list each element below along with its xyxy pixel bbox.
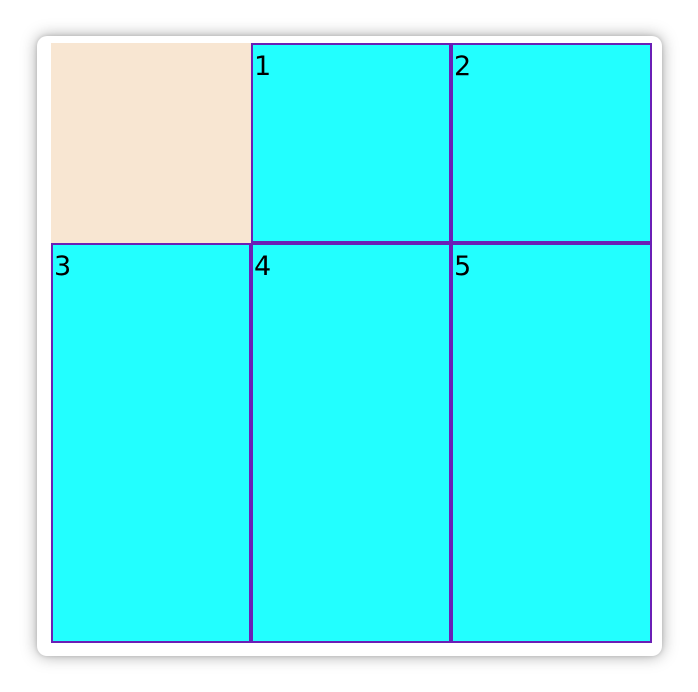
grid-item-2: 2 [451,43,652,243]
grid-item-1: 1 [251,43,451,243]
grid-item-4: 4 [251,243,451,643]
grid-item-label: 3 [54,251,72,282]
grid-item-label: 1 [254,51,272,82]
grid-container: 1 2 3 4 5 [51,43,652,643]
grid-item-label: 5 [454,251,472,282]
grid-item-label: 4 [254,251,272,282]
grid-item-3: 3 [51,243,251,643]
grid-item-label: 2 [454,51,472,82]
grid-empty-cell [51,43,251,243]
grid-item-5: 5 [451,243,652,643]
